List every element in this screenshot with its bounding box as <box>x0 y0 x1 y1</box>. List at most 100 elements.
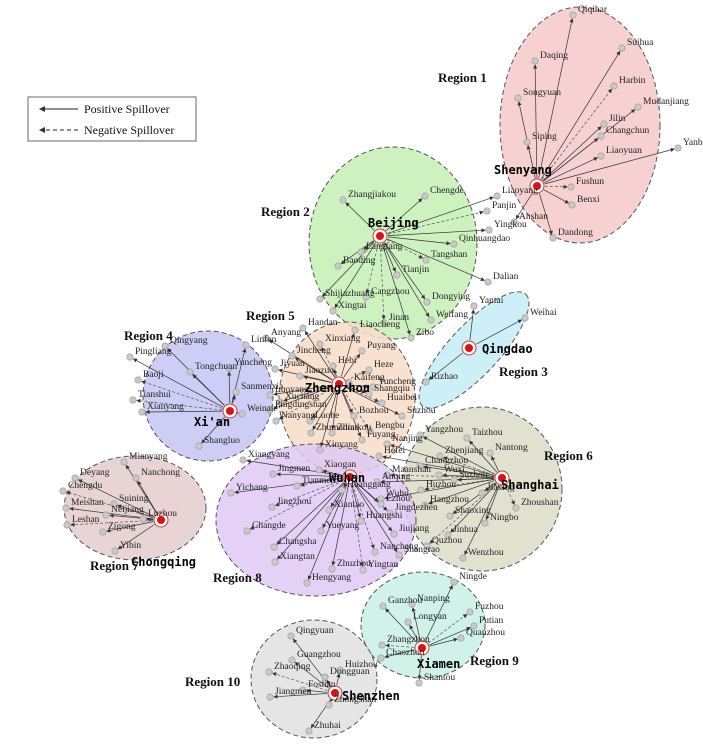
city-node-bengbu <box>366 427 374 435</box>
edge-shenzhen-guangzhou <box>294 661 329 689</box>
city-node-shantou <box>415 679 423 687</box>
city-node-ganzhou <box>379 602 387 610</box>
edge-chongqing-deyang <box>77 479 154 517</box>
city-label-baoji: Baoji <box>143 370 164 380</box>
edge-wuhan-xiaogan <box>322 469 343 476</box>
region-9-label: Region 9 <box>470 653 519 668</box>
city-node-nanchong <box>132 474 140 482</box>
city-label-heze: Heze <box>374 360 394 370</box>
region-9-area <box>360 571 486 679</box>
edge-qingdao-weihai <box>475 319 523 345</box>
hub-label-chongqing: Chongqing <box>131 555 196 569</box>
city-node-chaozhou <box>377 654 385 662</box>
city-label-weifang: Weifang <box>436 309 468 320</box>
region-8-area <box>215 443 417 597</box>
city-node-luzhou <box>139 515 147 523</box>
region-6-area <box>401 406 563 572</box>
city-node-hangzhou <box>421 501 429 509</box>
city-label-zhongshan: Zhongshan <box>334 695 376 705</box>
city-node-hebi <box>329 362 337 370</box>
edge-zhengzhou-bozhou <box>342 391 353 414</box>
edge-chongqing-zigong <box>106 521 154 533</box>
edge-beijing-chengde <box>385 198 423 231</box>
city-label-ezhou: Ezhou <box>386 494 411 504</box>
nodes-layer <box>59 11 682 735</box>
city-node-ningde <box>450 578 458 586</box>
edge-xiamen-putian <box>429 627 471 646</box>
city-label-jilin: Jilin <box>609 114 626 124</box>
city-label-xinyang: Xinyang <box>325 440 358 450</box>
city-node-dongying <box>423 298 431 306</box>
city-node-ezhou <box>377 500 385 508</box>
city-node-mudanjiang <box>634 103 642 111</box>
city-label-xinxiang: Xinxiang <box>325 334 361 344</box>
city-node-liaoyang <box>493 192 501 200</box>
edge-shanghai-hangzhou <box>428 480 495 505</box>
hub-label-xiamen: Xiamen <box>417 657 460 671</box>
hub-node-zhengzhou <box>335 380 343 388</box>
city-node-yichang <box>227 489 235 497</box>
city-node-zigong <box>99 528 107 536</box>
city-label-fushun: Fushun <box>576 177 604 187</box>
city-node-zhoushan <box>512 504 520 512</box>
edge-xi-an-tianshui <box>136 398 223 411</box>
city-node-jingzhou <box>268 503 276 511</box>
city-label-zhenjiang: Zhenjiang <box>445 446 484 456</box>
city-node-jingdezhen <box>386 509 394 517</box>
city-node-yangzhou <box>416 431 424 439</box>
city-label-maanshan: Maanshan <box>392 465 431 475</box>
city-node-jiaxing <box>478 489 486 497</box>
edge-shenyang-changchun <box>543 138 599 182</box>
city-label-changchun: Changchun <box>606 126 650 136</box>
region-10-label: Region 10 <box>185 674 240 689</box>
city-node-xinyang <box>316 446 324 454</box>
hub-label-xi-an: Xi'an <box>194 415 230 429</box>
city-node-tianjin <box>393 271 401 279</box>
city-node-maanshan <box>383 471 391 479</box>
city-label-yuncheng: Yuncheng <box>378 377 416 387</box>
city-label-tianjin: Tianjin <box>402 265 429 275</box>
city-label-jincheng: Jincheng <box>297 346 331 356</box>
city-label-huaibei: Huaibei <box>387 393 417 403</box>
city-label-jiaozuo: Jiaozuo <box>305 366 334 376</box>
city-label-anyang: Anyang <box>271 328 301 338</box>
edge-shenyang-harbin <box>541 88 613 180</box>
edge-shenyang-fushun <box>544 184 568 189</box>
city-node-zhongshan <box>325 701 333 709</box>
edge-wuhan-changde <box>249 480 344 530</box>
city-label-xiaogan: Xiaogan <box>324 460 356 470</box>
region-10-area <box>250 619 378 739</box>
city-label-liaoyuan: Liaoyuan <box>606 146 642 156</box>
city-node-puyang <box>358 347 366 355</box>
city-label-cangzhou: Cangzhou <box>371 287 410 297</box>
city-label-handan: Handan <box>308 318 338 328</box>
edge-wuhan-jiujiang <box>354 483 393 532</box>
edge-shenzhen-dongguan <box>326 679 332 687</box>
city-label-weinan: Weinan <box>247 404 276 414</box>
edge-wuhan-jingzhou <box>275 479 343 507</box>
city-label-jingdezhen: Jingdezhen <box>395 503 438 513</box>
city-label-kaifeng: Kaifeng <box>354 372 385 383</box>
city-label-qiqihar: Qiqihar <box>578 5 608 15</box>
city-node-zhenjiang <box>436 452 444 460</box>
city-label-yanbian: Yanbian <box>683 138 703 148</box>
edge-xi-an-yuncheng <box>227 371 232 404</box>
edge-beijing-baoding <box>340 240 374 265</box>
city-label-huanggang: Huanggang <box>347 480 391 490</box>
city-label-anshan: Anshan <box>519 212 548 222</box>
legend-box <box>27 96 197 142</box>
city-node-quanzhou <box>457 634 465 642</box>
edge-shanghai-ningbo <box>485 485 500 520</box>
region-1-label: Region 1 <box>438 70 487 85</box>
legend-negative-label: Negative Spillover <box>84 123 174 137</box>
edge-shanghai-wuxi <box>442 473 495 478</box>
city-label-wenzhou: Wenzhou <box>468 548 504 558</box>
city-node-weinan <box>238 410 246 418</box>
hub-node-wuhan <box>346 473 354 481</box>
city-label-qingyang: Qingyang <box>170 336 208 346</box>
city-label-yueyang: Yueyang <box>326 521 359 531</box>
city-label-shijiazhuang: Shijiazhuang <box>325 289 375 299</box>
edge-beijing-weifang <box>383 242 430 318</box>
city-node-dongguan <box>321 673 329 681</box>
